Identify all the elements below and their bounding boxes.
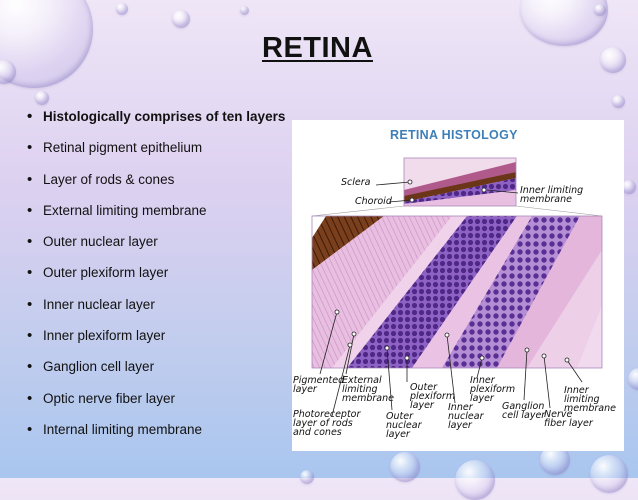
decor-bubble xyxy=(35,91,49,105)
bullet-item: • External limiting membrane xyxy=(27,201,285,234)
decor-bubble xyxy=(590,455,628,493)
decor-bubble xyxy=(628,368,638,390)
bullet-item: • Histologically comprises of ten layers xyxy=(27,108,286,140)
bullet-dot-icon: • xyxy=(27,139,33,157)
decor-bubble xyxy=(172,10,190,28)
label-sclera: Sclera xyxy=(341,177,371,188)
label-inner-plexiform: Inner plexiform layer xyxy=(470,375,516,404)
decor-bubble xyxy=(390,452,420,482)
bullet-item: • Layer of rods & cones xyxy=(27,170,285,203)
bullet-text: Outer plexiform layer xyxy=(43,265,169,281)
bullet-text: Optic nerve fiber layer xyxy=(43,390,176,406)
figure-title: RETINA HISTOLOGY xyxy=(390,128,518,142)
bullet-dot-icon: • xyxy=(27,170,33,188)
label-choroid: Choroid xyxy=(355,196,392,207)
bullet-text: Ganglion cell layer xyxy=(43,359,155,375)
bullet-text: External limiting membrane xyxy=(43,202,207,218)
label-photoreceptor: Photoreceptor layer of rods and cones xyxy=(293,409,361,438)
label-inner-limiting-top: Inner limiting membrane xyxy=(520,185,584,205)
slide-title: RETINA xyxy=(262,32,373,64)
bullet-dot-icon: • xyxy=(27,264,33,282)
label-nerve-fiber: Nerve fiber layer xyxy=(544,409,593,429)
decor-bubble xyxy=(455,460,495,500)
bullet-text: Outer nuclear layer xyxy=(43,234,158,250)
label-inner-limiting-bottom: Inner limiting membrane xyxy=(564,385,616,414)
decor-bubble xyxy=(300,470,314,484)
decor-bubble xyxy=(116,3,128,15)
bullet-list: •Histologically comprises of ten layers … xyxy=(27,108,286,453)
bullet-dot-icon: • xyxy=(27,358,33,376)
bullet-text: Inner plexiform layer xyxy=(43,328,166,344)
bullet-item: • Outer plexiform layer xyxy=(27,264,285,296)
bullet-dot-icon: • xyxy=(27,108,33,125)
bullet-item: • Internal limiting membrane xyxy=(27,420,285,453)
inset-micrograph xyxy=(403,157,517,207)
bullet-item: • Retinal pigment epithelium xyxy=(27,139,285,171)
label-outer-plexiform: Outer plexiform layer xyxy=(410,382,456,411)
bullet-dot-icon: • xyxy=(27,233,33,251)
bullet-item: • Optic nerve fiber layer xyxy=(27,389,285,422)
decor-bubble xyxy=(0,60,16,84)
leader-lines xyxy=(319,181,583,417)
label-ganglion: Ganglion cell layer xyxy=(502,401,546,421)
label-external-limiting: External limiting membrane xyxy=(342,375,394,404)
bullet-dot-icon: • xyxy=(27,420,33,438)
bullet-item: • Inner nuclear layer xyxy=(27,295,285,328)
bullet-item: • Inner plexiform layer xyxy=(27,327,285,359)
bullet-dot-icon: • xyxy=(27,295,33,313)
histology-micrograph xyxy=(311,157,603,417)
label-inner-nuclear: Inner nuclear layer xyxy=(448,402,484,431)
bullet-text: Histologically comprises of ten layers xyxy=(43,109,286,124)
label-pigmented-layer: Pigmented layer xyxy=(293,375,345,395)
bullet-text: Retinal pigment epithelium xyxy=(43,140,203,156)
leader-endpoints xyxy=(334,179,570,363)
decor-bubble xyxy=(622,180,636,194)
bullet-text: Layer of rods & cones xyxy=(43,171,175,187)
label-outer-nuclear: Outer nuclear layer xyxy=(386,411,422,440)
bullet-text: Internal limiting membrane xyxy=(43,421,203,437)
bullet-item: • Outer nuclear layer xyxy=(27,233,285,265)
bullet-text: Inner nuclear layer xyxy=(43,296,155,312)
decor-bubble xyxy=(240,6,249,15)
bullet-dot-icon: • xyxy=(27,389,33,407)
decor-bubble xyxy=(612,95,625,108)
bullet-item: • Ganglion cell layer xyxy=(27,358,285,390)
main-micrograph xyxy=(311,215,603,369)
retina-histology-figure: RETINA HISTOLOGY xyxy=(292,120,624,451)
decor-bubble xyxy=(594,4,606,16)
bullet-dot-icon: • xyxy=(27,201,33,219)
bullet-dot-icon: • xyxy=(27,327,33,345)
decor-bubble xyxy=(600,47,626,73)
